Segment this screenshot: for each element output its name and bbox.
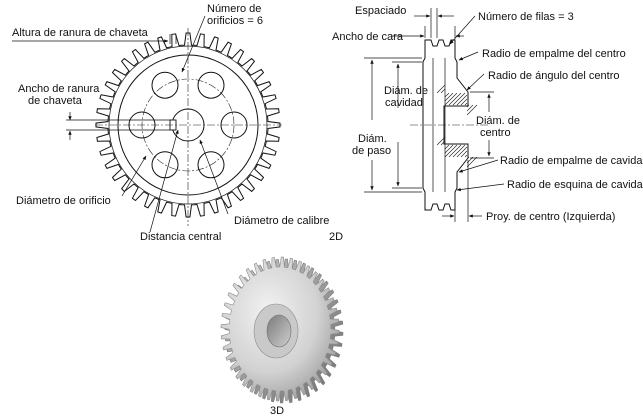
lightening-hole xyxy=(151,71,179,99)
label-hub-projection: Proy. de centro (Izquierda) xyxy=(486,211,615,223)
hub-fillet-leader xyxy=(458,51,479,61)
label-bore-diameter: Diámetro de calibre xyxy=(234,215,329,227)
view-tag-3d: 3D xyxy=(270,405,284,417)
label-face-width: Ancho de cara xyxy=(332,31,404,43)
hub-corner-leader xyxy=(466,73,485,91)
hatch-line xyxy=(452,92,466,106)
hatch-line xyxy=(444,92,450,98)
hatch-line xyxy=(444,144,458,158)
label-keyway-width-line1: Ancho de ranura xyxy=(18,83,100,95)
hatch-line xyxy=(456,94,468,106)
sprocket-teeth-outline xyxy=(95,32,281,218)
label-hub-fillet-radius: Radio de empalme del centro xyxy=(482,48,626,60)
hub-circle xyxy=(117,54,259,196)
hole-diameter-leader xyxy=(121,155,147,197)
label-hub-diameter-line1: Diám. de xyxy=(476,115,520,127)
hatch-line xyxy=(466,156,470,160)
hatch-line xyxy=(452,144,466,158)
hatch-line xyxy=(466,156,478,168)
label-row-count: Número de filas = 3 xyxy=(478,11,574,23)
hatch-line xyxy=(466,104,474,112)
root-circle xyxy=(108,45,268,205)
cavity-fillet-leader xyxy=(458,159,499,173)
label-pitch-diameter-line2: de paso xyxy=(352,145,391,157)
hole-count-leader xyxy=(181,15,206,73)
label-hole-count-line1: Número de xyxy=(207,3,261,15)
label-keyway-height: Altura de ranura de chaveta xyxy=(12,27,149,39)
rows-leader xyxy=(449,15,476,45)
hatch-line xyxy=(440,140,446,146)
label-keyway-width-line2: de chaveta xyxy=(28,95,83,107)
hub-hatch-upper xyxy=(436,84,478,116)
gear-3d-bore xyxy=(266,314,292,348)
hatch-line xyxy=(448,92,462,106)
hatch-line xyxy=(456,146,468,158)
center-distance-leader xyxy=(149,129,179,233)
label-cavity-fillet-radius: Radio de empalme de cavidad xyxy=(500,155,643,167)
label-cavity-diameter-line1: Diám. de xyxy=(384,85,428,97)
side-view: Espaciado Número de filas = 3 Ancho de c… xyxy=(332,5,643,223)
label-cavity-corner-radius: Radio de esquina de cavidad xyxy=(507,179,643,191)
hatch-line xyxy=(440,88,446,94)
label-spacing: Espaciado xyxy=(355,5,406,17)
label-pitch-diameter-line1: Diám. xyxy=(358,133,387,145)
hatch-line xyxy=(444,144,454,154)
view-tag-2d: 2D xyxy=(329,231,343,243)
hatch-line xyxy=(436,84,446,94)
hatch-line xyxy=(448,144,462,158)
label-hole-count-line2: orificios = 6 xyxy=(207,15,263,27)
label-center-distance: Distancia central xyxy=(140,231,221,243)
hatch-line xyxy=(460,150,468,158)
hub-hatch-lower xyxy=(436,136,478,168)
lightening-hole xyxy=(197,151,225,179)
label-hub-corner-radius: Radio de ángulo del centro xyxy=(488,70,619,82)
label-hole-diameter: Diámetro de orificio xyxy=(16,195,111,207)
hatch-line xyxy=(444,92,454,102)
label-hub-diameter-line2: centro xyxy=(480,127,511,139)
hatch-line xyxy=(436,136,446,146)
lightening-hole xyxy=(197,71,225,99)
hatch-line xyxy=(466,104,470,108)
render-view: 3D xyxy=(220,256,344,417)
plate-section-outline xyxy=(422,39,469,211)
hatch-line xyxy=(444,144,450,150)
hatch-line xyxy=(466,104,478,116)
cavity-corner-leader xyxy=(456,183,505,192)
bore-diameter-leader xyxy=(199,139,229,215)
lightening-hole xyxy=(151,151,179,179)
hatch-line xyxy=(464,154,468,158)
hatch-line xyxy=(460,98,468,106)
hatch-line xyxy=(444,92,458,106)
label-cavity-diameter-line2: cavidad xyxy=(385,97,423,109)
front-view: Altura de ranura de chaveta Número de or… xyxy=(12,3,343,243)
hatch-line xyxy=(464,102,468,106)
